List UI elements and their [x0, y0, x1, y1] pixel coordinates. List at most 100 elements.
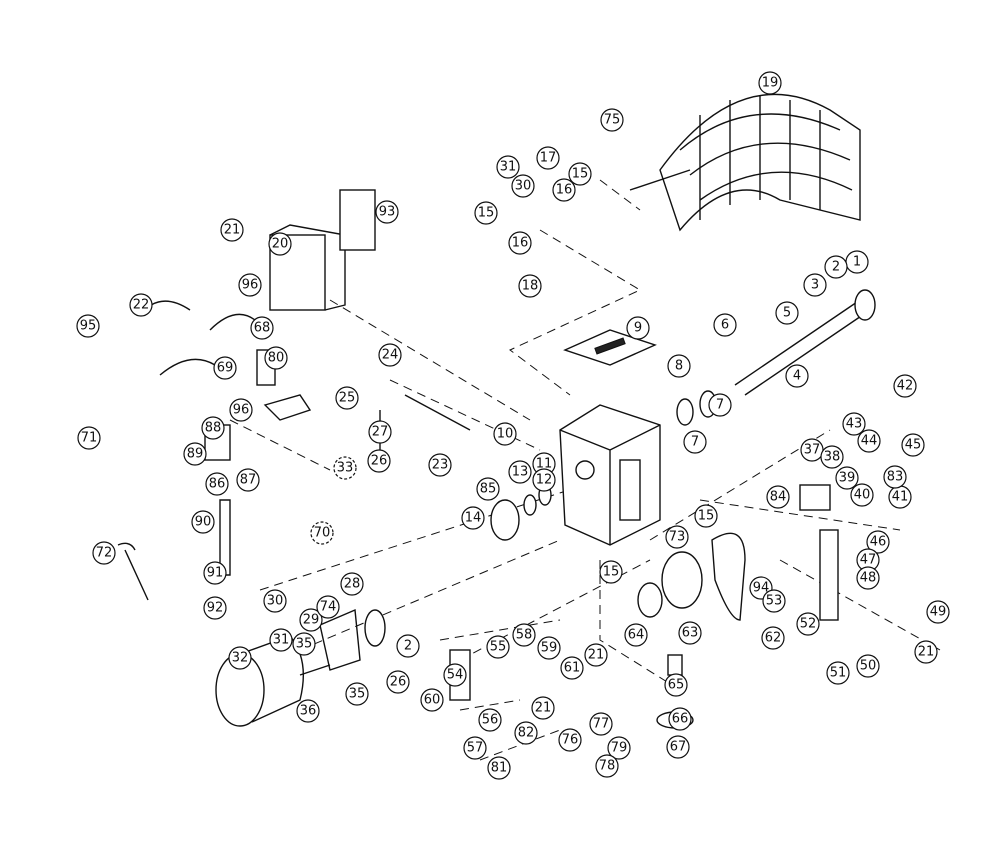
belt-guard: [629, 93, 861, 232]
callout-74: 74: [316, 595, 340, 619]
callout-number: 33: [337, 461, 354, 476]
callout-67: 67: [666, 735, 690, 759]
callout-number: 35: [349, 687, 366, 702]
callout-26: 26: [367, 449, 391, 473]
callout-circle: [335, 386, 359, 410]
callout-number: 95: [80, 319, 97, 334]
callout-number: 13: [512, 465, 529, 480]
callout-number: 86: [209, 477, 226, 492]
callout-circle: [203, 561, 227, 585]
callout-circle: [708, 393, 732, 417]
callout-circle: [514, 721, 538, 745]
callout-number: 32: [232, 651, 249, 666]
callout-number: 62: [765, 631, 782, 646]
callout-circle: [386, 670, 410, 694]
callout-11: 11: [532, 452, 556, 476]
callout-number: 48: [860, 571, 877, 586]
callout-circle: [926, 600, 950, 624]
callout-circle: [486, 635, 510, 659]
callout-circle: [600, 108, 624, 132]
callout-circle: [213, 356, 237, 380]
callout-40: 40: [850, 483, 874, 507]
callout-number: 50: [860, 659, 877, 674]
callout-circle: [624, 623, 648, 647]
callout-1: 1: [845, 250, 869, 274]
callout-number: 46: [870, 535, 887, 550]
callout-number: 71: [81, 431, 98, 446]
callout-number: 81: [491, 761, 508, 776]
callout-number: 66: [672, 712, 689, 727]
callout-27: 27: [368, 420, 392, 444]
callout-number: 16: [556, 183, 573, 198]
callout-55: 55: [486, 635, 510, 659]
callout-number: 15: [698, 509, 715, 524]
callout-number: 16: [512, 236, 529, 251]
callout-number: 84: [770, 490, 787, 505]
callout-78: 78: [595, 754, 619, 778]
callout-number: 65: [668, 678, 685, 693]
callout-number: 96: [233, 403, 250, 418]
callout-number: 47: [860, 553, 877, 568]
callout-circle: [667, 354, 691, 378]
callout-circle: [487, 756, 511, 780]
callout-37: 37: [800, 438, 824, 462]
callout-number: 20: [272, 237, 289, 252]
callout-circle: [478, 708, 502, 732]
callout-number: 22: [133, 298, 150, 313]
callout-circle: [796, 612, 820, 636]
callout-number: 21: [588, 648, 605, 663]
callout-circle: [666, 735, 690, 759]
callout-16: 16: [508, 231, 532, 255]
callout-number: 15: [572, 167, 589, 182]
callout-43: 43: [842, 412, 866, 436]
callout-circle: [238, 273, 262, 297]
callout-38: 38: [820, 445, 844, 469]
callout-82: 82: [514, 721, 538, 745]
callout-number: 78: [599, 759, 616, 774]
callout-12: 12: [532, 468, 556, 492]
callout-70: 70: [310, 521, 334, 545]
callout-17: 17: [536, 146, 560, 170]
callout-number: 79: [611, 741, 628, 756]
callout-number: 92: [207, 601, 224, 616]
callout-circle: [626, 316, 650, 340]
callout-circle: [664, 673, 688, 697]
callout-51: 51: [826, 661, 850, 685]
callout-number: 51: [830, 666, 847, 681]
callout-49: 49: [926, 600, 950, 624]
callout-number: 56: [482, 713, 499, 728]
callout-circle: [856, 654, 880, 678]
callout-number: 80: [268, 351, 285, 366]
callout-number: 89: [187, 447, 204, 462]
callout-number: 37: [804, 443, 821, 458]
callout-number: 67: [670, 740, 687, 755]
callout-number: 12: [536, 473, 553, 488]
callout-circle: [375, 200, 399, 224]
callout-circle: [568, 162, 592, 186]
callout-66: 66: [668, 707, 692, 731]
callout-number: 87: [240, 473, 257, 488]
callout-96: 96: [229, 398, 253, 422]
callout-72: 72: [92, 541, 116, 565]
callout-number: 93: [379, 205, 396, 220]
callout-number: 11: [536, 457, 553, 472]
callout-circle: [340, 572, 364, 596]
callout-number: 15: [603, 565, 620, 580]
callout-circle: [850, 483, 874, 507]
callout-64: 64: [624, 623, 648, 647]
callout-number: 38: [824, 450, 841, 465]
callout-circle: [508, 460, 532, 484]
callout-19: 19: [758, 71, 782, 95]
callout-circle: [883, 465, 907, 489]
callout-15: 15: [694, 504, 718, 528]
callout-number: 15: [478, 206, 495, 221]
callout-circle: [129, 293, 153, 317]
callout-number: 69: [217, 361, 234, 376]
callout-circle: [536, 146, 560, 170]
callout-circle: [250, 316, 274, 340]
callout-number: 60: [424, 693, 441, 708]
callout-76: 76: [558, 728, 582, 752]
callout-circle: [511, 174, 535, 198]
callout-57: 57: [463, 736, 487, 760]
callout-59: 59: [537, 636, 561, 660]
